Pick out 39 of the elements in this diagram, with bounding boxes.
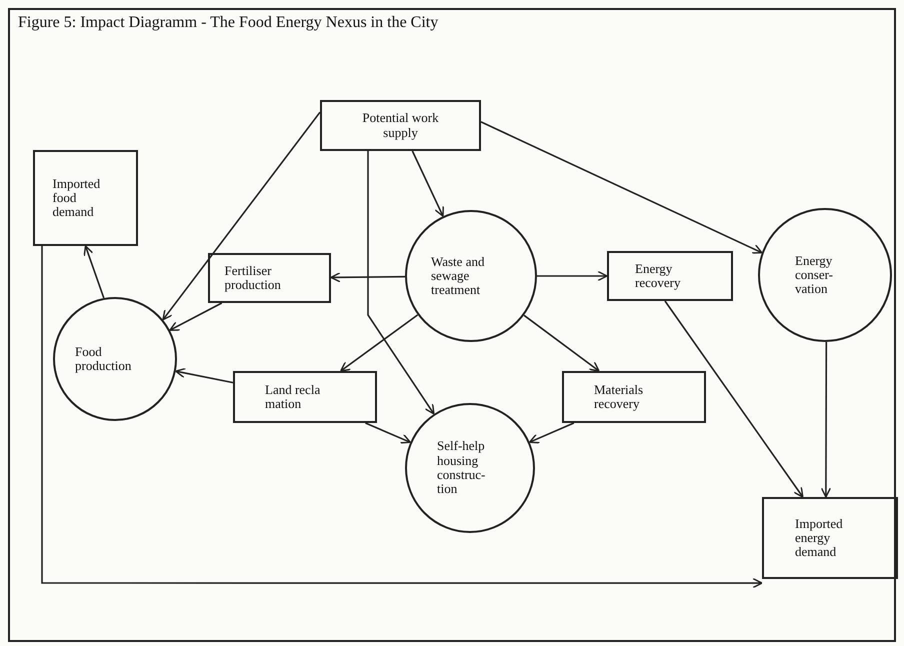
process-box (208, 253, 331, 303)
arrow (524, 314, 600, 372)
node-label: Imported energy demand (795, 516, 844, 560)
process-box (320, 100, 481, 151)
process-box (33, 150, 138, 246)
arrow (330, 272, 405, 283)
node-label: Self-help housing construc-tion (437, 439, 486, 497)
process-box (562, 371, 706, 423)
arrow (162, 112, 321, 320)
node-label: Fertiliser production (224, 264, 282, 292)
arrow (169, 302, 222, 331)
arrow (41, 246, 763, 588)
node-label: Energy recovery (635, 262, 682, 290)
node-label: Materials recovery (594, 382, 644, 412)
arrow (820, 342, 832, 498)
arrow (480, 121, 763, 254)
node-label: Potential work supply (361, 111, 440, 140)
arrow (664, 300, 804, 498)
arrow (367, 151, 435, 415)
arrow (340, 314, 418, 372)
arrow (175, 368, 234, 384)
node-label: Food production (75, 344, 132, 374)
figure-title: Figure 5: Impact Diagramm - The Food Energy Nexus in the City (18, 14, 438, 32)
arrow (537, 270, 608, 282)
process-box (762, 497, 898, 579)
node-label: Energy conser-vation (795, 254, 834, 296)
node-label: Imported food demand (52, 176, 102, 220)
node-label: Land recla mation (265, 382, 322, 412)
arrow (412, 150, 444, 217)
process-circle (405, 210, 537, 342)
arrow (528, 422, 574, 444)
node-label: Waste and sewage treatment (431, 254, 486, 298)
arrow (84, 245, 105, 298)
process-circle (405, 403, 535, 533)
process-box (233, 371, 377, 423)
process-circle (758, 208, 892, 342)
process-circle (53, 297, 177, 421)
process-box (607, 251, 733, 301)
arrow (365, 422, 412, 444)
